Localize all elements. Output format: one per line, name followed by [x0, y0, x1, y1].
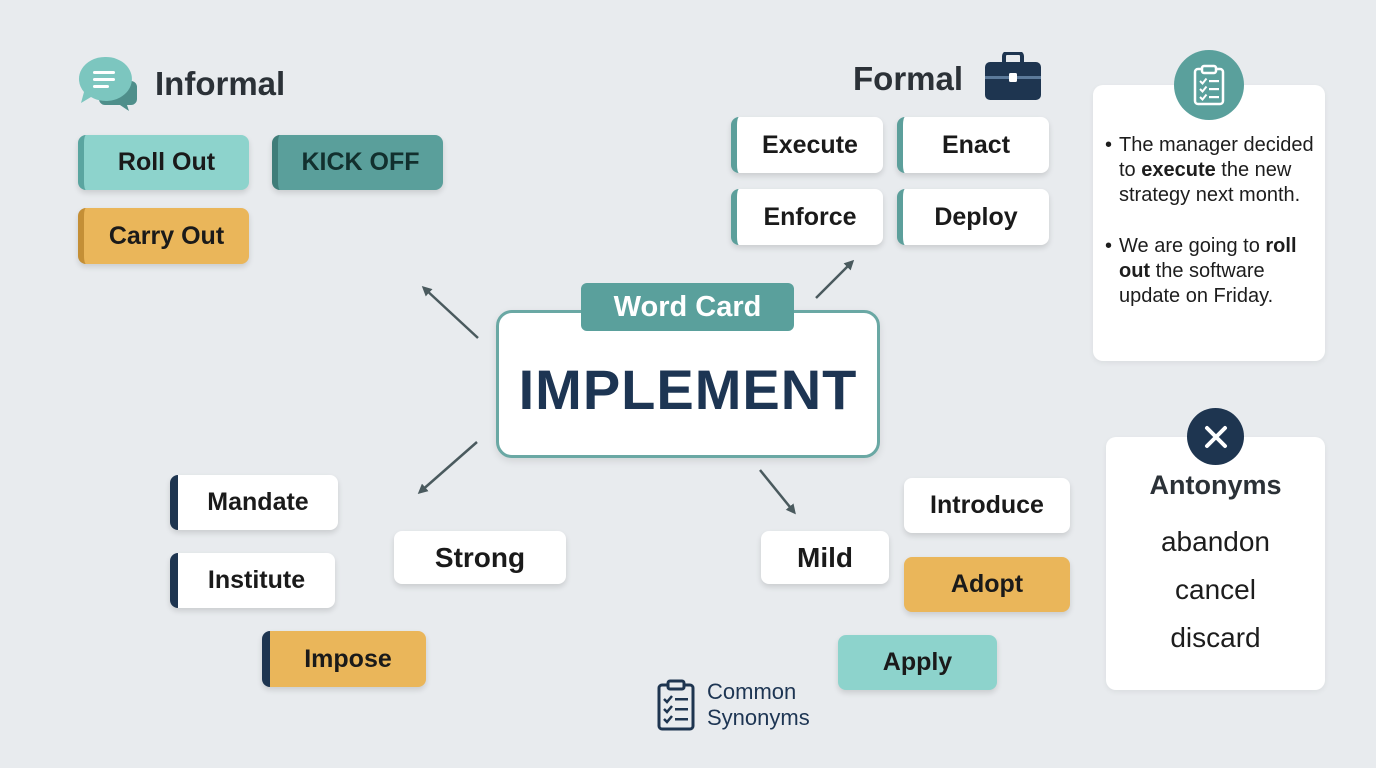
briefcase-icon [984, 51, 1042, 102]
chip-deploy[interactable]: Deploy [897, 189, 1049, 245]
chip-roll-out[interactable]: Roll Out [78, 135, 249, 190]
arrow-to-mild [759, 469, 796, 515]
chip-execute[interactable]: Execute [731, 117, 883, 173]
arrow-to-strong [417, 441, 478, 494]
x-mark-icon [1187, 408, 1244, 465]
chip-introduce[interactable]: Introduce [904, 478, 1070, 533]
chip-mandate[interactable]: Mandate [170, 475, 338, 530]
chip-enact[interactable]: Enact [897, 117, 1049, 173]
word-card-tab: Word Card [581, 283, 794, 331]
chip-enforce[interactable]: Enforce [731, 189, 883, 245]
antonym-word: discard [1170, 622, 1261, 653]
chip-institute[interactable]: Institute [170, 553, 335, 608]
clipboard-icon [1174, 50, 1244, 120]
center-word: IMPLEMENT [518, 357, 858, 421]
mild-label: Mild [761, 531, 889, 584]
common-synonyms-line1: Common [707, 679, 797, 704]
common-synonyms-line2: Synonyms [707, 705, 810, 730]
examples-list: The manager decided to execute the new s… [1105, 133, 1317, 335]
antonym-word: cancel [1175, 574, 1256, 605]
formal-heading: Formal [853, 60, 964, 97]
examples-panel [1093, 85, 1325, 361]
chip-impose[interactable]: Impose [262, 631, 426, 687]
example-sentence: We are going to roll out the software up… [1105, 234, 1317, 309]
arrow-to-informal [421, 285, 479, 339]
chip-apply[interactable]: Apply [838, 635, 997, 690]
antonyms-title: Antonyms [1149, 470, 1282, 500]
example-sentence: The manager decided to execute the new s… [1105, 133, 1317, 208]
antonym-word: abandon [1160, 526, 1270, 557]
strong-label: Strong [394, 531, 566, 584]
informal-heading: Informal [155, 65, 286, 102]
center-word-card: IMPLEMENT [496, 310, 880, 458]
chip-kick-off[interactable]: KICK OFF [272, 135, 443, 190]
chip-carry-out[interactable]: Carry Out [78, 208, 249, 264]
checklist-icon [657, 679, 695, 731]
arrow-to-formal [815, 259, 855, 299]
chip-adopt[interactable]: Adopt [904, 557, 1070, 612]
common-synonyms-label: Common Synonyms [707, 679, 810, 731]
speech-bubbles-icon [77, 55, 139, 111]
antonyms-panel [1106, 437, 1325, 690]
